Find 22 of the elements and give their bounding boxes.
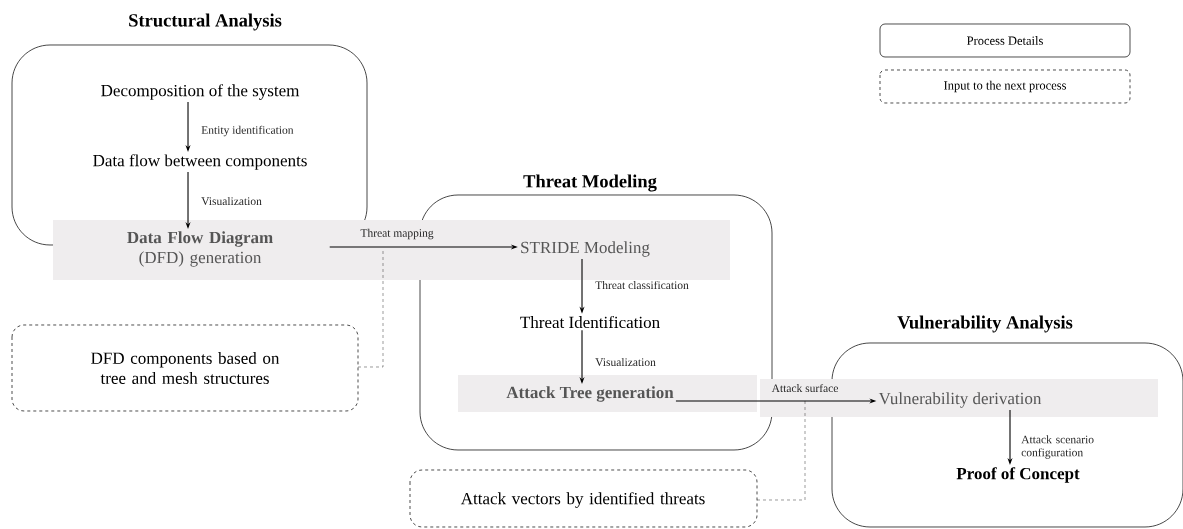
node-label: STRIDE Modeling — [521, 241, 650, 257]
node-label: Structural Analysis — [129, 13, 282, 31]
process-step: Threat Identification — [520, 315, 660, 329]
legend-item: Process Details — [879, 23, 1131, 58]
leader-line — [756, 399, 806, 501]
edge-label: Attack surface — [771, 383, 838, 393]
highlight-band: Attack Tree generation — [458, 375, 757, 412]
dashed-box: DFD components based on tree and mesh structures — [11, 324, 359, 412]
process-step: Proof of Concept — [956, 467, 1080, 483]
edge-label: Threat mapping — [360, 228, 434, 240]
edge-label: Visualization — [201, 196, 262, 206]
edge-label: Attack scenario configuration — [1021, 435, 1094, 459]
edge-label: Visualization — [595, 357, 656, 367]
process-step: Decomposition of the system — [101, 84, 300, 100]
process-step: Data flow between components — [93, 154, 307, 170]
legend-item: Input to the next process — [879, 69, 1131, 104]
edge-label: Threat classification — [595, 280, 689, 290]
node-label: Vulnerability Analysis — [897, 315, 1073, 333]
edge-label: Entity identification — [201, 125, 294, 137]
node-label: Data Flow Diagram (DFD) generation — [127, 231, 273, 267]
node-label: Threat Modeling — [523, 174, 657, 192]
dashed-box: Attack vectors by identified threats — [409, 469, 758, 528]
